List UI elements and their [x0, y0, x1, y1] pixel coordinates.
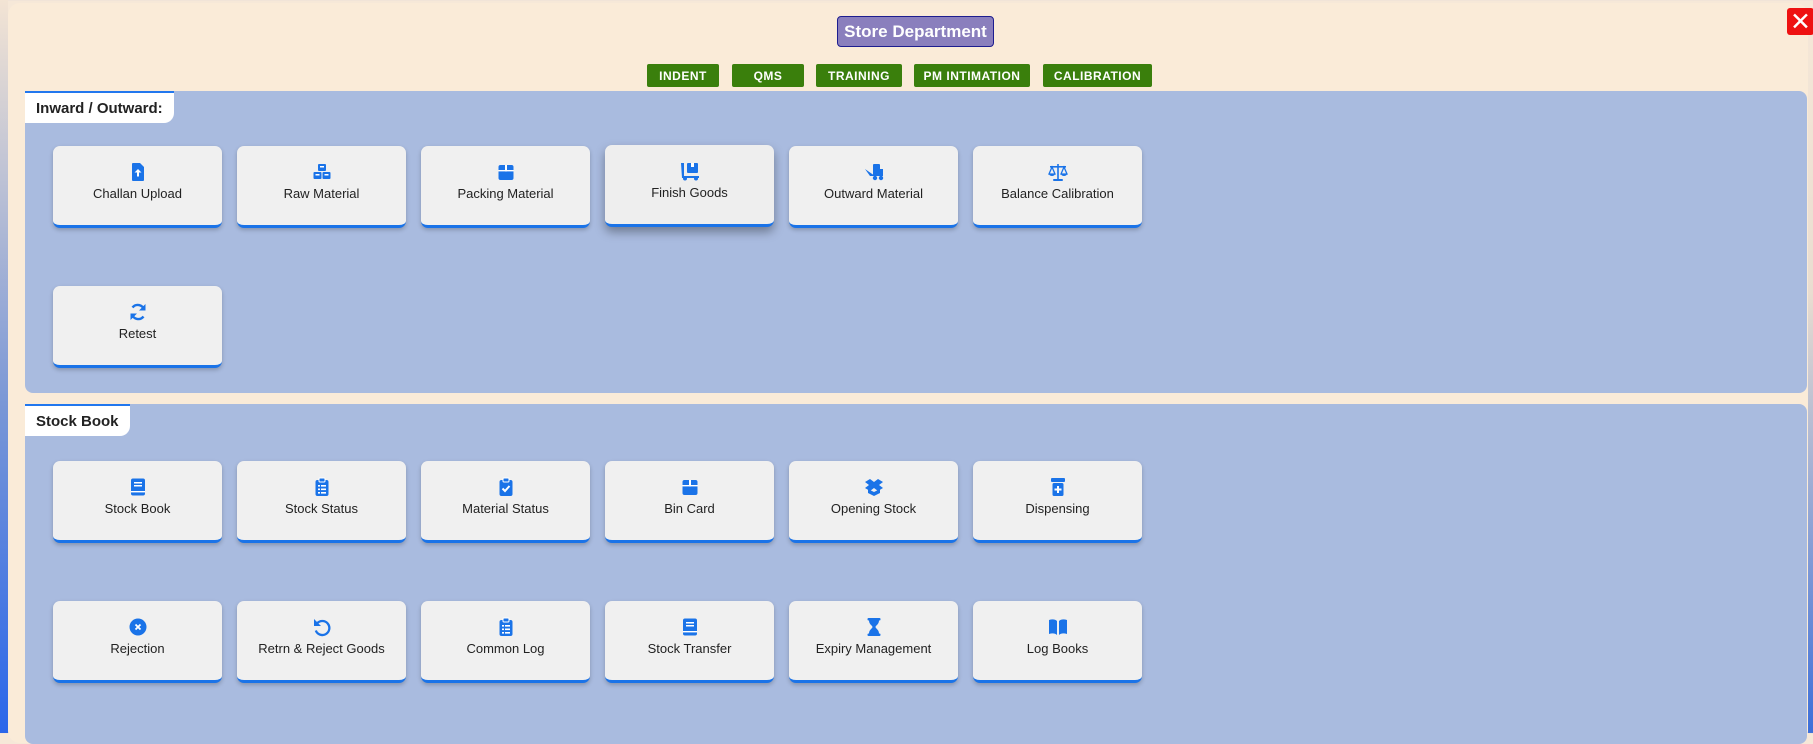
nav-training-button[interactable]: TRAINING — [816, 64, 902, 87]
prescription-bottle-icon — [973, 477, 1142, 497]
bin-card-card[interactable]: Bin Card — [605, 461, 774, 543]
rotate-icon — [53, 302, 222, 322]
raw-material-card[interactable]: Raw Material — [237, 146, 406, 228]
card-label: Rejection — [110, 641, 165, 656]
truck-ramp-icon — [789, 162, 958, 182]
inward-outward-section: Inward / Outward: Challan Upload Raw Mat… — [25, 91, 1807, 393]
store-department-window: Store Department ✕ INDENT QMS TRAINING P… — [8, 3, 1813, 744]
log-books-card[interactable]: Log Books — [973, 601, 1142, 683]
nav-calibration-button[interactable]: CALIBRATION — [1043, 64, 1152, 87]
page-title: Store Department — [837, 16, 994, 47]
file-upload-icon — [53, 162, 222, 182]
clipboard-list-icon — [237, 477, 406, 497]
book-icon — [605, 617, 774, 637]
nav-pm-intimation-button[interactable]: PM INTIMATION — [914, 64, 1030, 87]
card-label: Opening Stock — [830, 501, 917, 516]
stock-book-card[interactable]: Stock Book — [53, 461, 222, 543]
box-icon — [605, 477, 774, 497]
clipboard-list-icon — [421, 617, 590, 637]
card-label: Log Books — [1026, 641, 1089, 656]
card-label: Outward Material — [824, 186, 923, 201]
nav-qms-button[interactable]: QMS — [732, 64, 804, 87]
close-button[interactable]: ✕ — [1787, 8, 1813, 35]
card-label: Bin Card — [664, 501, 715, 516]
nav-indent-button[interactable]: INDENT — [647, 64, 719, 87]
circle-xmark-icon — [53, 617, 222, 637]
card-label: Material Status — [462, 501, 549, 516]
card-label: Stock Book — [104, 501, 171, 516]
retrn-reject-goods-card[interactable]: Retrn & Reject Goods — [237, 601, 406, 683]
expiry-management-card[interactable]: Expiry Management — [789, 601, 958, 683]
balance-calibration-card[interactable]: Balance Calibration — [973, 146, 1142, 228]
card-label: Expiry Management — [815, 641, 932, 656]
book-icon — [53, 477, 222, 497]
section-title: Inward / Outward: — [25, 91, 174, 123]
card-label: Raw Material — [283, 186, 360, 201]
stock-book-section: Stock Book Stock Book Stock Status Mater… — [25, 404, 1807, 744]
hourglass-icon — [789, 617, 958, 637]
card-label: Retest — [118, 326, 157, 341]
card-label: Common Log — [466, 641, 545, 656]
card-label: Balance Calibration — [1001, 186, 1114, 201]
stock-status-card[interactable]: Stock Status — [237, 461, 406, 543]
material-status-card[interactable]: Material Status — [421, 461, 590, 543]
scale-balanced-icon — [973, 162, 1142, 182]
outward-material-card[interactable]: Outward Material — [789, 146, 958, 228]
dolly-icon — [605, 161, 774, 181]
card-label: Stock Status — [285, 501, 358, 516]
card-label: Challan Upload — [93, 186, 182, 201]
card-label: Retrn & Reject Goods — [258, 641, 385, 656]
common-log-card[interactable]: Common Log — [421, 601, 590, 683]
stock-transfer-card[interactable]: Stock Transfer — [605, 601, 774, 683]
section-title: Stock Book — [25, 404, 130, 436]
book-open-icon — [973, 617, 1142, 637]
rotate-left-icon — [237, 617, 406, 637]
packing-material-card[interactable]: Packing Material — [421, 146, 590, 228]
card-label: Dispensing — [1025, 501, 1090, 516]
clipboard-check-icon — [421, 477, 590, 497]
card-label: Packing Material — [457, 186, 554, 201]
rejection-card[interactable]: Rejection — [53, 601, 222, 683]
box-open-icon — [789, 477, 958, 497]
opening-stock-card[interactable]: Opening Stock — [789, 461, 958, 543]
retest-card[interactable]: Retest — [53, 286, 222, 368]
box-icon — [421, 162, 590, 182]
card-label: Finish Goods — [651, 185, 728, 200]
cubes-icon — [237, 162, 406, 182]
finish-goods-card[interactable]: Finish Goods — [605, 145, 774, 227]
challan-upload-card[interactable]: Challan Upload — [53, 146, 222, 228]
background-strip — [0, 0, 8, 733]
dispensing-card[interactable]: Dispensing — [973, 461, 1142, 543]
card-label: Stock Transfer — [647, 641, 732, 656]
